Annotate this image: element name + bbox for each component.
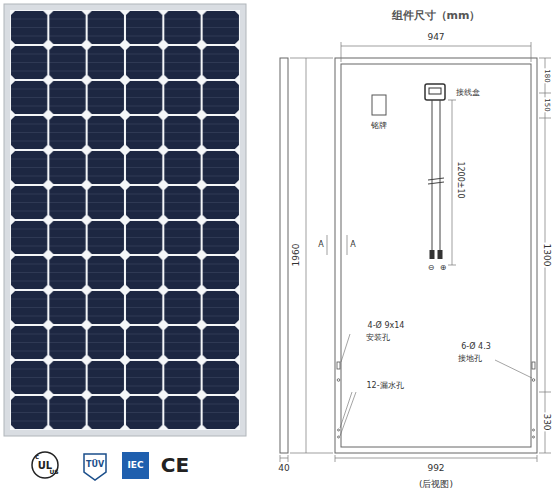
hole-label: 6-Ø 4.3 xyxy=(461,343,491,352)
cables xyxy=(428,100,444,250)
drawing-title: 组件尺寸（mm） xyxy=(392,10,481,22)
panel-frame xyxy=(4,4,246,436)
section-mark: A xyxy=(318,241,323,250)
connector xyxy=(438,250,443,259)
dimension-lines xyxy=(280,42,551,462)
polarity-sign: ⊖ xyxy=(428,264,435,273)
logo-text: IEC xyxy=(127,461,143,471)
frame-outer xyxy=(335,58,537,453)
dimension: 1960 xyxy=(292,243,302,268)
hole-label: 安装孔 xyxy=(366,334,390,343)
junction-box xyxy=(425,84,445,100)
hole-label: 接地孔 xyxy=(458,355,482,364)
hole-label: 4-Ø 9x14 xyxy=(368,322,405,331)
part-label: 铭牌 xyxy=(371,122,387,131)
iec-logo xyxy=(122,452,149,479)
dimension: 180 xyxy=(542,68,550,83)
logo-text: TÜV xyxy=(86,461,104,470)
dimension: 150 xyxy=(542,97,550,112)
nameplate xyxy=(372,95,386,115)
leader-lines xyxy=(340,334,532,436)
dimension: 1200±10 xyxy=(456,160,465,199)
side-view xyxy=(280,58,288,453)
section-mark: A xyxy=(350,241,355,250)
junction-box-lid xyxy=(429,88,441,94)
solar-cells xyxy=(10,10,240,430)
frame-inner xyxy=(341,64,531,447)
part-label: 接线盒 xyxy=(456,89,480,98)
logo-text: US xyxy=(49,469,58,476)
view-caption: (后视图) xyxy=(419,480,453,490)
dimension: 947 xyxy=(426,33,445,43)
dimension: 1300 xyxy=(541,243,551,268)
connector xyxy=(430,250,435,259)
dimension: 992 xyxy=(427,464,444,474)
holes xyxy=(337,362,535,438)
hole-label: 12-漏水孔 xyxy=(366,382,403,391)
polarity-sign: ⊕ xyxy=(440,264,447,273)
dimension: 40 xyxy=(278,464,289,474)
tuv-logo xyxy=(84,454,106,480)
ul-logo xyxy=(32,452,58,478)
logo-text: CE xyxy=(161,454,189,476)
dimension: 330 xyxy=(541,412,551,431)
